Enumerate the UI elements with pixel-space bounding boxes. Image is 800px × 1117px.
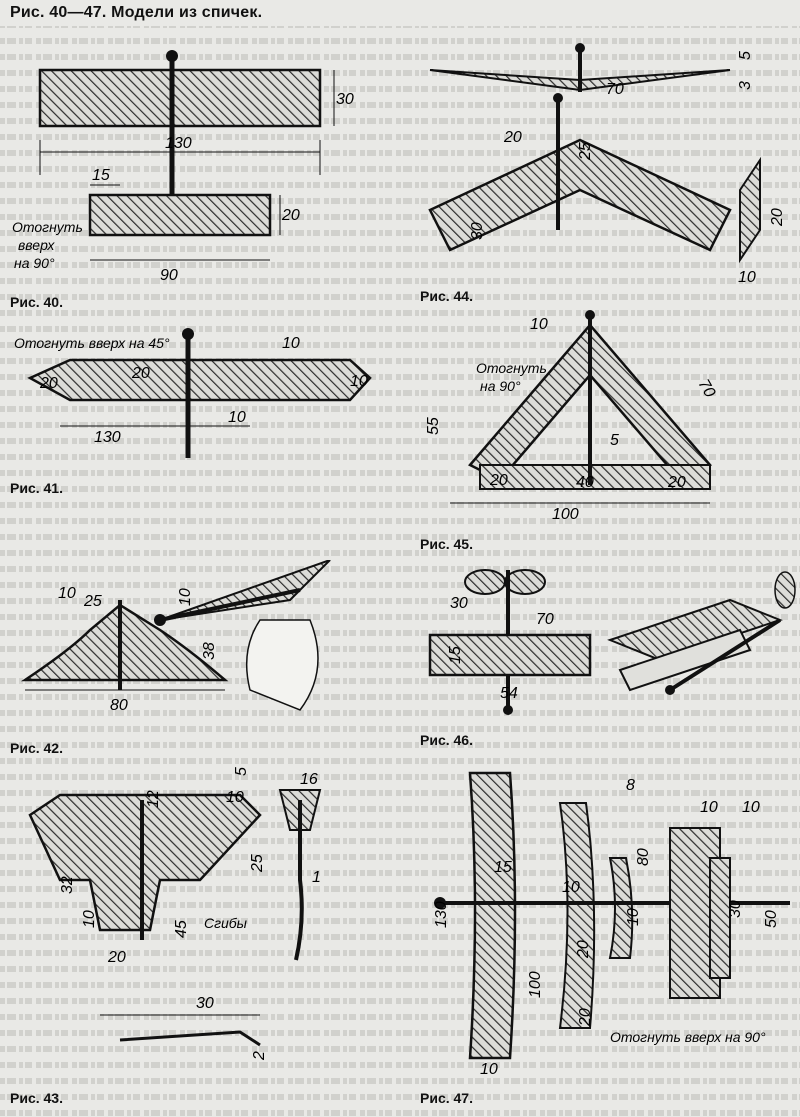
fig43-dim-10: 10 bbox=[226, 789, 244, 806]
fig46-caption: Рис. 46. bbox=[420, 732, 473, 748]
fig41-dim-10b: 10 bbox=[350, 373, 368, 390]
fig43-dim-12: 12 bbox=[145, 790, 162, 808]
fig45-dim-100: 100 bbox=[552, 506, 579, 523]
fig47-dim-10a: 10 bbox=[700, 799, 718, 816]
fig46-dim-54: 54 bbox=[500, 685, 518, 702]
fig47-dim-130: 130 bbox=[433, 901, 450, 928]
fig43-dim-1: 1 bbox=[312, 869, 321, 886]
figure-47-drawing: 8 10 10 80 130 15 10 20 10 30 50 100 20 … bbox=[433, 771, 790, 1078]
fig44-dim-20: 20 bbox=[503, 129, 522, 146]
fig40-dim-chord: 30 bbox=[336, 91, 354, 108]
fig47-dim-10e: 10 bbox=[480, 1061, 498, 1078]
fig43-caption: Рис. 43. bbox=[10, 1090, 63, 1106]
fig41-note: Отогнуть вверх на 45° bbox=[14, 335, 170, 351]
fig45-caption: Рис. 45. bbox=[420, 536, 473, 552]
fig47-dim-15: 15 bbox=[494, 859, 512, 876]
fig47-dim-20b: 20 bbox=[577, 1008, 594, 1027]
fig41-dim-20b: 20 bbox=[131, 365, 150, 382]
fig44-dim-5: 5 bbox=[737, 51, 754, 60]
fig43-dim-10b: 10 bbox=[81, 910, 98, 928]
fig42-dim-10: 10 bbox=[58, 585, 76, 602]
fig47-dim-30: 30 bbox=[727, 900, 744, 918]
fig43-label-bends: Сгибы bbox=[204, 915, 248, 931]
fig47-dim-80: 80 bbox=[635, 848, 652, 866]
fig44-caption: Рис. 44. bbox=[420, 288, 473, 304]
fig47-caption: Рис. 47. bbox=[420, 1090, 473, 1106]
fig44-dim-30: 30 bbox=[469, 222, 486, 240]
fig41-dim-20a: 20 bbox=[39, 375, 58, 392]
fig45-dim-20a: 20 bbox=[489, 472, 508, 489]
figure-41-drawing: Отогнуть вверх на 45° 130 20 20 10 10 10 bbox=[14, 328, 372, 458]
fig45-dim-5: 5 bbox=[610, 432, 619, 449]
page-header: Рис. 40—47. Модели из спичек. bbox=[10, 4, 263, 21]
figure-46-drawing: 30 70 15 54 bbox=[428, 569, 796, 715]
fig43-dim-2: 2 bbox=[251, 1051, 268, 1061]
fig44-dim-20b: 20 bbox=[769, 208, 786, 227]
fig45-dim-70: 70 bbox=[695, 377, 719, 401]
fig45-dim-40: 40 bbox=[576, 474, 594, 491]
fig43-dim-16: 16 bbox=[300, 771, 318, 788]
fig43-dim-45: 45 bbox=[173, 920, 190, 938]
fig40-dim-tail-height: 20 bbox=[281, 207, 300, 224]
fig40-note-line2: вверх bbox=[18, 237, 55, 253]
fig47-dim-10c: 10 bbox=[562, 879, 580, 896]
fig44-dim-70: 70 bbox=[606, 81, 624, 98]
fig41-caption: Рис. 41. bbox=[10, 480, 63, 496]
fig43-dim-25: 25 bbox=[249, 854, 266, 873]
fig47-dim-8: 8 bbox=[626, 777, 635, 794]
fig45-note-line2: на 90° bbox=[480, 378, 521, 394]
fig44-dim-3: 3 bbox=[737, 81, 754, 90]
fig41-dim-span: 130 bbox=[94, 429, 121, 446]
fig43-dim-5: 5 bbox=[233, 767, 250, 776]
fig42-caption: Рис. 42. bbox=[10, 740, 63, 756]
fig47-dim-20a: 20 bbox=[575, 940, 592, 959]
fig42-dim-10b: 10 bbox=[177, 588, 194, 606]
fig45-note-line1: Отогнуть bbox=[476, 360, 547, 376]
fig42-dim-25: 25 bbox=[83, 593, 102, 610]
figure-40-drawing: 130 30 15 20 90 Отогнуть вверх на 90° bbox=[12, 50, 354, 284]
fig42-dim-38: 38 bbox=[201, 642, 218, 660]
fig40-dim-tail-width: 15 bbox=[92, 167, 110, 184]
fig40-dim-span: 130 bbox=[165, 135, 192, 152]
fig47-dim-50: 50 bbox=[763, 910, 780, 928]
figure-42-drawing: 10 25 10 38 80 bbox=[20, 560, 331, 714]
fig43-dim-30: 30 bbox=[196, 995, 214, 1012]
fig47-note: Отогнуть вверх на 90° bbox=[610, 1029, 766, 1045]
fig44-dim-10: 10 bbox=[738, 269, 756, 286]
fig41-dim-10a: 10 bbox=[282, 335, 300, 352]
fig46-dim-70: 70 bbox=[536, 611, 554, 628]
fig47-dim-10b: 10 bbox=[742, 799, 760, 816]
fig46-dim-30: 30 bbox=[450, 595, 468, 612]
fig45-dim-20b: 20 bbox=[667, 474, 686, 491]
fig46-dim-15: 15 bbox=[447, 646, 464, 664]
fig42-dim-80: 80 bbox=[110, 697, 128, 714]
fig40-dim-tail-length: 90 bbox=[160, 267, 178, 284]
fig40-note-line1: Отогнуть bbox=[12, 219, 83, 235]
fig47-dim-100: 100 bbox=[527, 971, 544, 998]
fig40-caption: Рис. 40. bbox=[10, 294, 63, 310]
figure-43-drawing: 5 16 10 12 25 32 10 45 20 1 30 2 Сгибы bbox=[28, 767, 322, 1061]
fig44-dim-25: 25 bbox=[577, 142, 594, 161]
fig43-dim-20: 20 bbox=[107, 949, 126, 966]
fig41-dim-10c: 10 bbox=[228, 409, 246, 426]
fig47-dim-10d: 10 bbox=[625, 908, 642, 926]
fig45-dim-10: 10 bbox=[530, 316, 548, 333]
figure-45-drawing: 10 70 55 5 20 40 20 100 Отогнуть на 90° bbox=[425, 310, 719, 523]
fig40-note-line3: на 90° bbox=[14, 255, 55, 271]
fig43-dim-32: 32 bbox=[59, 876, 76, 894]
figure-44-drawing: 5 3 70 20 25 30 20 10 bbox=[428, 43, 786, 286]
fig45-dim-55: 55 bbox=[425, 417, 442, 435]
